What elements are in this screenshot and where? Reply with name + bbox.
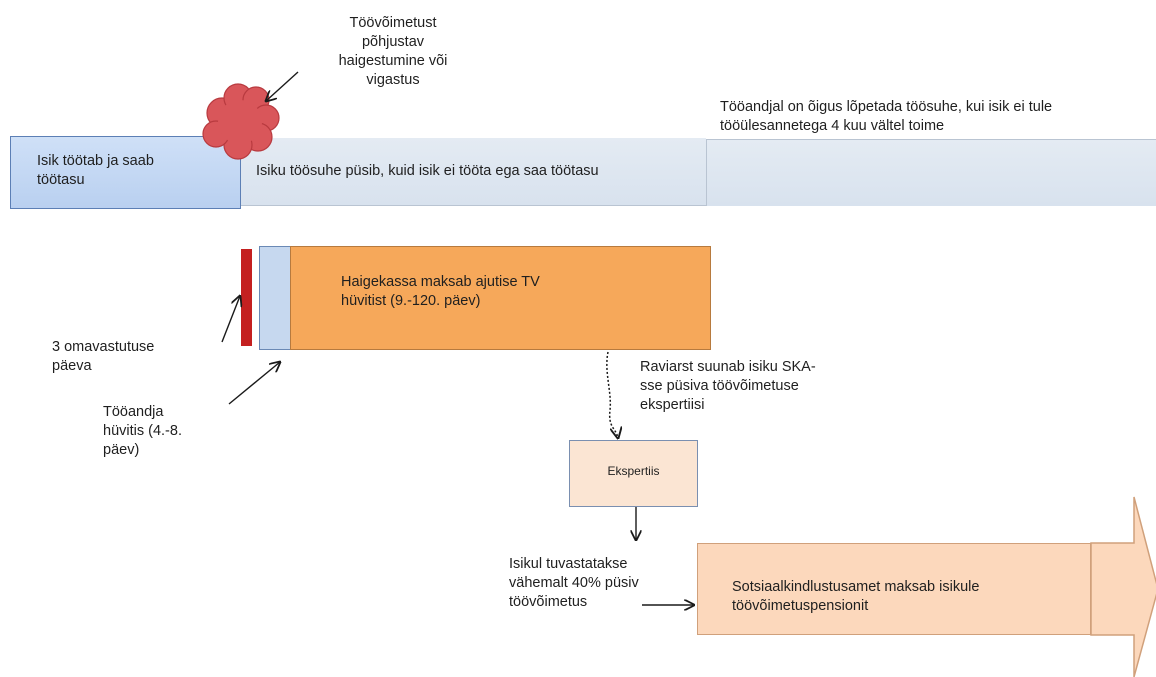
self-liability-label: 3 omavastutuse päeva bbox=[52, 338, 154, 376]
referral-arrow bbox=[606, 351, 618, 438]
employer-compensation-arrow bbox=[228, 362, 280, 405]
injury-cause-label: Töövõimetust põhjustav haigestumine või … bbox=[318, 14, 468, 90]
line: Tööandjal on õigus lõpetada töösuhe, kui… bbox=[720, 99, 1053, 115]
employer-right-label: Tööandjal on õigus lõpetada töösuhe, kui… bbox=[720, 98, 1150, 136]
works-and-paid-box: Isik töötab ja saab töötasu bbox=[10, 136, 241, 209]
employment-continues-bar: Isiku töösuhe püsib, kuid isik ei tööta … bbox=[240, 138, 706, 206]
employment-bar-after-4-months bbox=[706, 139, 1156, 206]
line: 3 omavastutuse bbox=[52, 339, 155, 355]
line: Töövõimetust bbox=[349, 15, 437, 31]
line: haigestumine või bbox=[338, 53, 448, 69]
line: ekspertiisi bbox=[640, 397, 705, 413]
employment-continues-label: Isiku töösuhe püsib, kuid isik ei tööta … bbox=[256, 163, 599, 179]
injury-cloud-icon bbox=[202, 83, 280, 160]
self-liability-arrow bbox=[221, 296, 240, 343]
cause-arrow bbox=[266, 71, 299, 101]
works-and-paid-label: Isik töötab ja saab töötasu bbox=[37, 152, 154, 190]
line: päeva bbox=[52, 358, 92, 374]
line: tööülesannetega 4 kuu vältel toime bbox=[720, 118, 945, 134]
line: töövõimetus bbox=[509, 594, 588, 610]
line: töötasu bbox=[37, 172, 85, 188]
line: Raviarst suunab isiku SKA- bbox=[640, 359, 816, 375]
line: päev) bbox=[103, 442, 140, 458]
line: sse püsiva töövõimetuse bbox=[640, 378, 799, 394]
line: vigastus bbox=[366, 72, 420, 88]
incapacity-detected-label: Isikul tuvastatakse vähemalt 40% püsiv t… bbox=[509, 555, 639, 612]
line: hüvitist (9.-120. päev) bbox=[341, 293, 481, 309]
expertise-label: Ekspertiis bbox=[607, 464, 660, 478]
line: Tööandja bbox=[103, 404, 164, 420]
pension-arrow-head bbox=[1090, 496, 1156, 677]
line: töövõimetuspensionit bbox=[732, 598, 869, 614]
line: põhjustav bbox=[361, 34, 425, 50]
line: Isikul tuvastatakse bbox=[509, 556, 628, 572]
line: vähemalt 40% püsiv bbox=[509, 575, 639, 591]
line: Isik töötab ja saab bbox=[37, 153, 154, 169]
pension-box: Sotsiaalkindlustusamet maksab isikule tö… bbox=[697, 543, 1091, 635]
employer-compensation-label: Tööandja hüvitis (4.-8. päev) bbox=[103, 403, 182, 460]
pension-label: Sotsiaalkindlustusamet maksab isikule tö… bbox=[732, 578, 979, 616]
health-fund-box: Haigekassa maksab ajutise TV hüvitist (9… bbox=[290, 246, 711, 350]
line: Haigekassa maksab ajutise TV bbox=[341, 274, 540, 290]
self-liability-bar bbox=[241, 249, 252, 346]
doctor-referral-label: Raviarst suunab isiku SKA- sse püsiva tö… bbox=[640, 358, 816, 415]
health-fund-label: Haigekassa maksab ajutise TV hüvitist (9… bbox=[341, 273, 540, 311]
expertise-box: Ekspertiis bbox=[569, 440, 698, 507]
line: hüvitis (4.-8. bbox=[103, 423, 182, 439]
line: Sotsiaalkindlustusamet maksab isikule bbox=[732, 579, 980, 595]
